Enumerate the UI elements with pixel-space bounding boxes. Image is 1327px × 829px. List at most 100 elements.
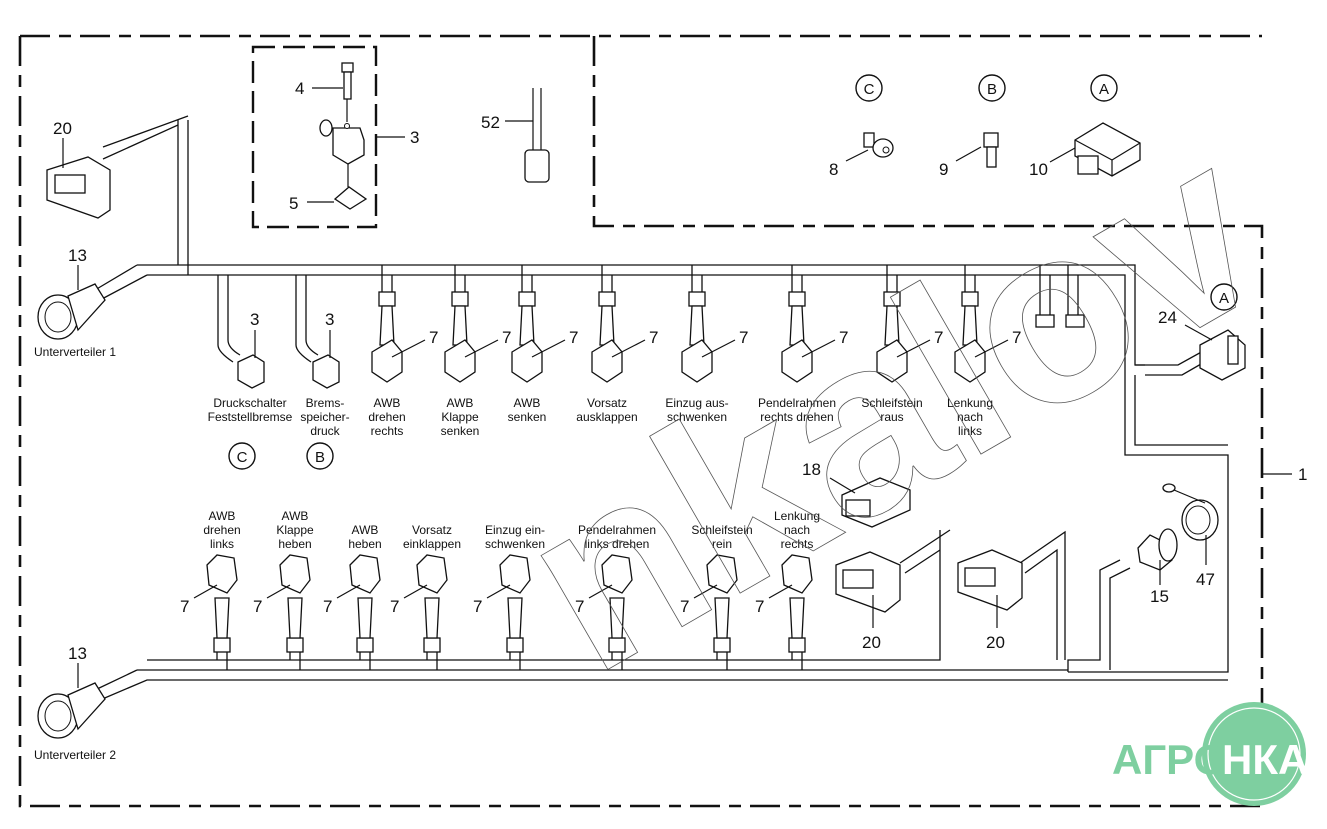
plug-callout: 7 (473, 597, 482, 616)
round-connector-13b-icon (37, 682, 106, 739)
logo-text-right: НКА (1222, 736, 1308, 783)
plug-icon (511, 339, 543, 383)
valve-plug-icon (319, 119, 365, 187)
plug-callout: 7 (429, 328, 438, 347)
unterverteiler-1-label: Unterverteiler 1 (34, 345, 116, 359)
agronka-logo: АГРО НКА (1112, 702, 1308, 806)
cable-tie-icon (213, 637, 231, 653)
connector-20-cable (102, 115, 189, 160)
svg-text:C: C (864, 81, 875, 98)
bolt-icon (341, 62, 354, 122)
svg-text:A: A (1219, 290, 1229, 307)
plug-label: Einzug ein-schwenken (485, 523, 545, 551)
pressure-switch-icon (863, 132, 894, 158)
valve-plug-icon (312, 354, 340, 389)
variant-a-badge-24 (1210, 283, 1238, 311)
connector-20a-cable (899, 529, 951, 574)
plug-icon (781, 339, 813, 383)
plug-callout: 7 (323, 597, 332, 616)
variant-badge (228, 442, 256, 470)
plug-7-lower-4: 7 Einzug ein-schwenken (473, 523, 545, 670)
cable-tie-icon (423, 637, 441, 653)
connector-13-callout: 13 (68, 246, 87, 265)
cable-tie-icon (286, 637, 304, 653)
svg-text:B: B (987, 81, 997, 98)
assembly-callout: 1 (1298, 465, 1307, 484)
plug-icon (444, 339, 476, 383)
spare-cap-icon (1065, 314, 1085, 328)
plug-icon (681, 339, 713, 383)
logo-text-left: АГРО (1112, 736, 1226, 783)
cable-tie-icon (788, 637, 806, 653)
plug-icon (876, 339, 908, 383)
plug-icon (279, 554, 311, 594)
plug-callout: 7 (934, 328, 943, 347)
connector-20b-callout: 20 (986, 633, 1005, 652)
cable-tie-icon (451, 291, 469, 307)
svg-text:B: B (315, 449, 325, 466)
connector-20-callout: 20 (53, 119, 72, 138)
variant-badge (306, 442, 334, 470)
plug-callout: 7 (649, 328, 658, 347)
valve-plug-callout: 3 (325, 310, 334, 329)
cable-tie-icon (688, 291, 706, 307)
svg-text:C: C (237, 449, 248, 466)
connector-18-icon (841, 477, 911, 528)
protective-cap-47-icon (1162, 483, 1219, 541)
plug-icon (349, 554, 381, 594)
cable-tie-icon (356, 637, 374, 653)
cable-tie-icon (378, 291, 396, 307)
valve-plug-callout: 3 (250, 310, 259, 329)
pressure-sensor-icon (983, 132, 999, 168)
pressure-sensor-callout: 9 (939, 160, 948, 179)
plug-icon (206, 554, 238, 594)
plug-icon (706, 554, 738, 594)
plug-callout: 7 (680, 597, 689, 616)
valve-plug-icon (237, 354, 265, 389)
cable-tie-icon (518, 291, 536, 307)
plug-callout: 7 (1012, 328, 1021, 347)
plug-callout: 7 (390, 597, 399, 616)
variant-b-badge (978, 74, 1006, 102)
plug-icon (781, 554, 813, 594)
control-module-icon (1074, 122, 1141, 177)
plug-callout: 7 (180, 597, 189, 616)
cable-tie-icon (598, 291, 616, 307)
connector-24-icon (1199, 329, 1246, 381)
plug-icon (954, 339, 986, 383)
unterverteiler-2-label: Unterverteiler 2 (34, 748, 116, 762)
plug-callout: 7 (575, 597, 584, 616)
plug-callout: 7 (839, 328, 848, 347)
seal-icon (333, 186, 368, 210)
plug-icon (499, 554, 531, 594)
upper-harness-trunk (137, 120, 1229, 673)
control-module-callout: 10 (1029, 160, 1048, 179)
round-connector-13-icon (37, 283, 106, 340)
plug-callout: 7 (569, 328, 578, 347)
kit-callout: 3 (410, 128, 419, 147)
plug-icon (371, 339, 403, 383)
connector-13b-callout: 13 (68, 644, 87, 663)
valve-plug-label: Brems-speicher-druck (300, 396, 349, 438)
